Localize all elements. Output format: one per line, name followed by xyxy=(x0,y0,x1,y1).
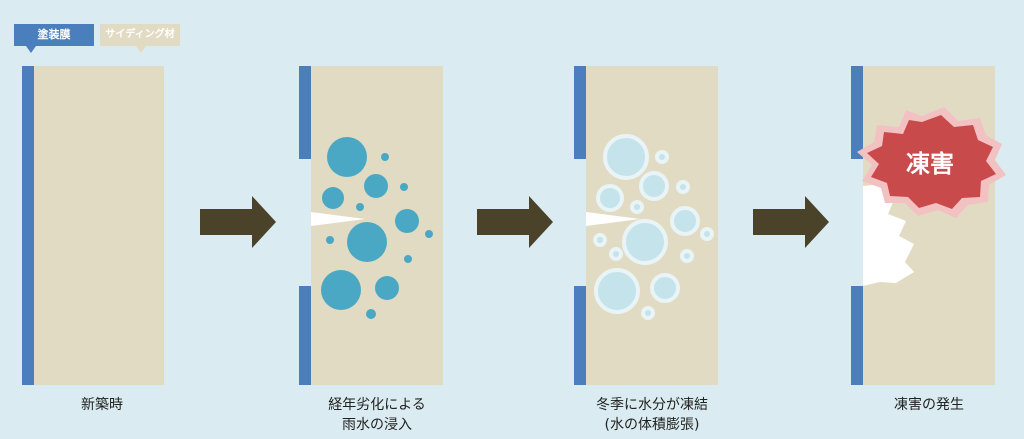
coating-layer-lower xyxy=(851,286,863,385)
ice-crystal xyxy=(650,273,680,303)
water-droplet xyxy=(327,137,367,177)
ice-crystal xyxy=(630,200,644,214)
ice-crystal xyxy=(622,219,668,265)
caption-line: 凍害の発生 xyxy=(894,397,964,413)
siding-label: サイディング材 xyxy=(100,24,180,53)
water-droplet xyxy=(404,255,412,263)
water-droplets xyxy=(321,137,433,319)
ice-crystal xyxy=(593,233,607,247)
ice-crystal xyxy=(680,249,694,263)
water-droplet xyxy=(395,209,419,233)
water-droplet xyxy=(400,183,408,191)
arrow-right-icon xyxy=(477,196,553,248)
ice-crystal xyxy=(641,306,655,320)
ice-crystal xyxy=(596,184,624,212)
burst-label: 凍害 xyxy=(906,150,954,178)
water-droplet xyxy=(356,203,364,211)
coating-layer-upper xyxy=(299,66,311,159)
ice-crystals xyxy=(593,134,714,320)
panel-frost-damage: 凍害 xyxy=(851,66,1006,385)
crack xyxy=(586,212,640,226)
caption-line: (水の体積膨張) xyxy=(604,417,700,433)
ice-crystal xyxy=(655,150,669,164)
water-droplet xyxy=(425,230,433,238)
coating-layer-upper xyxy=(851,66,863,159)
water-droplet xyxy=(366,309,376,319)
burst-shape xyxy=(867,115,996,209)
coating-label: 塗装膜 xyxy=(14,24,94,53)
caption-line: 経年劣化による xyxy=(328,397,426,413)
caption-line: 冬季に水分が凍結 xyxy=(596,397,708,413)
water-droplet xyxy=(326,236,334,244)
caption-freezing: 冬季に水分が凍結 (水の体積膨張) xyxy=(572,395,732,435)
water-droplet xyxy=(347,222,387,262)
water-droplet xyxy=(381,153,389,161)
broken-area xyxy=(863,184,914,286)
coating-layer-upper xyxy=(574,66,586,159)
caption-line: 雨水の浸入 xyxy=(342,417,412,433)
panel-freezing xyxy=(574,66,718,385)
caption-frost-damage: 凍害の発生 xyxy=(849,395,1009,415)
arrow-right-icon xyxy=(200,196,276,248)
panel-rain-infiltration xyxy=(299,66,443,385)
ice-crystal xyxy=(676,180,690,194)
ice-crystal xyxy=(639,171,669,201)
water-droplet xyxy=(375,276,399,300)
coating-layer xyxy=(22,66,34,385)
ice-crystal xyxy=(700,227,714,241)
caption-new: 新築時 xyxy=(22,395,182,415)
ice-crystal xyxy=(670,206,700,236)
siding-panel xyxy=(34,66,164,385)
arrow-right-icon xyxy=(753,196,829,248)
crack xyxy=(311,212,365,226)
caption-rain-infiltration: 経年劣化による 雨水の浸入 xyxy=(297,395,457,435)
water-droplet xyxy=(321,270,361,310)
ice-crystal xyxy=(594,268,640,314)
ice-crystal xyxy=(603,134,649,180)
burst-icon: 凍害 xyxy=(857,107,1006,218)
caption-line: 新築時 xyxy=(81,397,123,413)
coating-layer-lower xyxy=(299,286,311,385)
panel-new xyxy=(22,66,164,385)
water-droplet xyxy=(364,174,388,198)
ice-crystal xyxy=(609,247,623,261)
coating-layer-lower xyxy=(574,286,586,385)
water-droplet xyxy=(322,187,344,209)
